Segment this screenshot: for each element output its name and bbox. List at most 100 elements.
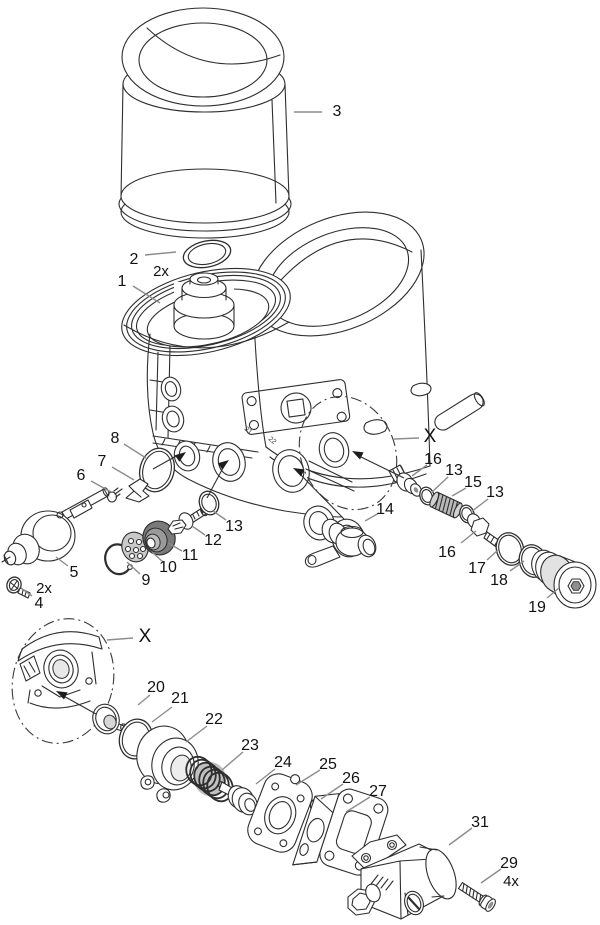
- leader-line-10: [151, 551, 164, 563]
- leader-line-12: [191, 525, 206, 536]
- part-label-20: 20: [147, 679, 165, 696]
- part-29-screw: [457, 882, 496, 912]
- part-label-13-c: 13: [486, 484, 504, 501]
- part-25-gasket: [247, 773, 313, 853]
- part-label-11: 11: [182, 547, 199, 564]
- part-label-3: 3: [333, 103, 342, 120]
- leader-line-x-bottom: [106, 637, 134, 641]
- part-4-screw: [6, 576, 31, 599]
- explode-line-2: [297, 471, 345, 520]
- part-label-1: 1: [118, 273, 127, 290]
- leader-line-24: [255, 768, 276, 785]
- leader-line-15: [451, 487, 467, 497]
- detail-x-top-ellipse: [298, 395, 398, 511]
- leader-line-4: [20, 587, 33, 597]
- part-label-27: 27: [369, 783, 387, 800]
- explode-line-0: [152, 454, 179, 470]
- explode-line-4: [59, 693, 97, 715]
- leader-line-x-top: [393, 437, 420, 440]
- leader-line-21: [151, 706, 173, 723]
- leader-line-13-c: [470, 498, 489, 513]
- part-11-spring-cone: [142, 520, 176, 556]
- leader-line-20: [137, 694, 151, 706]
- part-22-valve-cup: [136, 725, 199, 803]
- leader-line-1: [132, 285, 161, 304]
- part-label-22: 22: [205, 711, 223, 728]
- housing-plate: [241, 379, 351, 435]
- part-2-oring: [182, 239, 232, 269]
- leader-line-7: [111, 466, 135, 481]
- part-label-2-qty: 2x: [153, 263, 169, 280]
- part-label-29: 29: [500, 855, 518, 872]
- part-label-2: 2: [130, 251, 139, 268]
- explode-line-3: [356, 454, 405, 479]
- leader-line-11: [167, 542, 183, 552]
- part-label-25: 25: [319, 756, 337, 773]
- leader-line-29: [480, 868, 502, 884]
- explode-line-1: [206, 465, 225, 499]
- housing-port: [272, 449, 310, 493]
- part-label-23: 23: [241, 737, 259, 754]
- direction-arrow-icon: [217, 460, 229, 470]
- leader-line-9: [126, 561, 141, 575]
- leader-line-19: [546, 587, 560, 599]
- part-15-spring: [429, 491, 463, 519]
- part-label-4-qty: 2x: [36, 580, 52, 597]
- part-17-oring: [495, 532, 525, 566]
- cartridge-tab: [363, 419, 388, 435]
- leader-line-25: [295, 769, 321, 786]
- part-19-valve-cartridge: [531, 549, 597, 609]
- part-label-15: 15: [464, 474, 482, 491]
- part-23-spring: [185, 755, 234, 803]
- assembly-direction-arrows: [56, 451, 405, 715]
- part-label-14: 14: [376, 501, 394, 518]
- leader-line-6: [90, 480, 112, 493]
- leader-line-27: [345, 796, 371, 813]
- part-label-31: 31: [471, 814, 489, 831]
- leader-line-16-b: [460, 530, 477, 544]
- part-label-8: 8: [111, 430, 120, 447]
- part-label-19: 19: [528, 599, 546, 616]
- part-13-oring-a: [198, 490, 220, 516]
- part-label-13-a: 13: [225, 518, 243, 535]
- part-label-10: 10: [159, 559, 177, 576]
- part-31-solenoid-valve: [347, 834, 457, 920]
- leader-line-8: [123, 443, 147, 459]
- part-label-16-a: 16: [424, 451, 442, 468]
- part-3-desiccant-cartridge: [118, 7, 292, 239]
- cast-marking-21: 21: [243, 426, 254, 436]
- part-label-29-qty: 4x: [503, 873, 519, 890]
- direction-arrow-icon: [56, 691, 68, 700]
- leader-line-23: [221, 751, 244, 771]
- part-label-4: 4: [35, 595, 44, 612]
- part-label-26: 26: [342, 770, 360, 787]
- leader-line-5: [55, 556, 69, 567]
- part-label-9: 9: [142, 572, 151, 589]
- part-label-x-top: X: [424, 426, 437, 447]
- part-5-valve-assembly: [1, 487, 110, 566]
- part-label-21: 21: [171, 690, 189, 707]
- leader-line-16-a: [411, 464, 428, 477]
- part-label-x-bottom: X: [139, 626, 152, 647]
- part-labels-layer: 322x1X87652x4910111213161315131416171819…: [20, 103, 560, 890]
- leader-line-17: [486, 549, 499, 561]
- leader-line-18: [509, 560, 525, 572]
- part-6-screw: [106, 487, 123, 503]
- part-14-drain-valve: [304, 518, 377, 568]
- part-24-piston: [218, 781, 258, 816]
- housing-center-stub: [173, 272, 235, 340]
- direction-arrow-icon: [352, 451, 364, 460]
- leader-line-31: [448, 827, 473, 846]
- part-1-housing-assembly: [121, 211, 485, 558]
- part-8-oring: [138, 447, 176, 493]
- part-label-18: 18: [490, 572, 508, 589]
- cartridge-stub-tube: [434, 392, 485, 431]
- leader-line-13-b: [431, 476, 449, 493]
- direction-arrow-icon: [174, 452, 186, 462]
- leader-line-13-a: [212, 510, 227, 521]
- part-label-12: 12: [204, 532, 222, 549]
- part-label-16-b: 16: [438, 544, 456, 561]
